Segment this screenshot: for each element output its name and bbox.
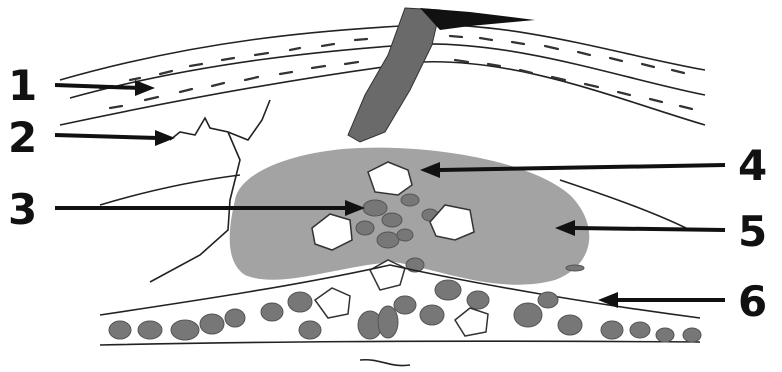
label-4: 4	[738, 141, 767, 190]
label-3: 3	[8, 185, 37, 234]
label-5: 5	[738, 207, 767, 256]
label-1: 1	[8, 61, 37, 110]
arrow-5	[575, 228, 725, 230]
label-6: 6	[738, 277, 767, 326]
round-cells	[109, 280, 701, 342]
arrow-2	[55, 135, 158, 138]
arrow-1	[55, 85, 140, 88]
label-2: 2	[8, 113, 37, 162]
